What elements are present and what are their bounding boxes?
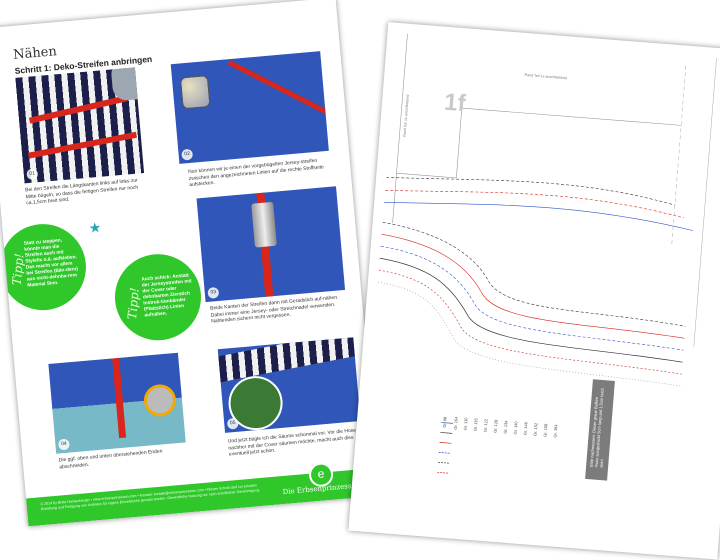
photo-pressing-hems: 05 (217, 337, 361, 433)
calibration-note: Bitte nachmessen: Dieser graue Balken mu… (588, 387, 605, 468)
red-strip (28, 95, 128, 124)
instruction-page: Nähen Schritt 1: Deko-Streifen anbringen… (0, 0, 380, 527)
size-label: Gr. 104 (452, 416, 459, 430)
tip-label: Tipp! (9, 252, 27, 286)
photo-number: 03 (207, 286, 220, 299)
pattern-page: 1f 1e Rand Teil 1e anschließend Rand Tei… (348, 22, 720, 560)
photo-caption: Und jetzt bügle ich die Säume schonmal v… (227, 427, 357, 458)
photo-caption: Nun können wir je einen der vorgebügelte… (187, 157, 325, 189)
size-label: Gr. 152 (532, 422, 539, 437)
pin-box-icon (179, 75, 211, 110)
photo-number: 05 (226, 417, 239, 430)
size-label: Gr. 116 (472, 418, 479, 432)
size-label: Gr. 98 (441, 416, 448, 428)
copyright-text: © 2014 by Britta Hackenberger • www.erbs… (40, 483, 261, 512)
photo-number: 04 (57, 438, 70, 451)
page-footer: © 2014 by Britta Hackenberger • www.erbs… (26, 461, 380, 527)
tip-bubble: Tipp! Statt zu steppen, könnte man die S… (0, 220, 90, 314)
size-label: Gr. 146 (522, 421, 529, 436)
presser-foot-icon (251, 201, 277, 248)
tip-label: Tipp! (125, 286, 142, 320)
photo-number: 01 (26, 168, 39, 181)
photo-ironing-strip: 01 (15, 67, 145, 184)
size-label: Gr. 122 (482, 418, 489, 433)
size-label: Gr. 110 (462, 417, 469, 431)
tip-text: Auch schick: Anstatt der Jerseystreifen … (141, 273, 192, 319)
photo-pinning-strip: 02 (170, 51, 329, 164)
red-strip (112, 357, 127, 439)
pattern-lines (377, 33, 717, 474)
striped-fabric (218, 337, 355, 383)
size-label: Gr. 140 (512, 421, 519, 435)
size-label: Gr. 158 (542, 423, 549, 437)
rotary-cutter-icon (142, 383, 178, 418)
star-icon: ★ (87, 218, 102, 236)
tip-bubble: Tipp! Auch schick: Anstatt der Jerseystr… (111, 250, 205, 344)
pattern-piece-id: 1f (443, 88, 467, 118)
photo-sewing-strip: 03 (196, 186, 346, 303)
size-label: Gr. 164 (552, 424, 559, 438)
size-label: Gr. 128 (492, 419, 499, 433)
iron-icon (110, 67, 145, 102)
size-label: Gr. 134 (502, 420, 509, 434)
tip-text: Statt zu steppen, könnte man die Streife… (23, 238, 79, 289)
photo-trimming-ends: 04 (48, 352, 186, 454)
photo-number: 02 (181, 148, 194, 161)
red-strip (228, 60, 329, 115)
red-strip (27, 131, 138, 159)
section-heading: Nähen (12, 44, 58, 63)
